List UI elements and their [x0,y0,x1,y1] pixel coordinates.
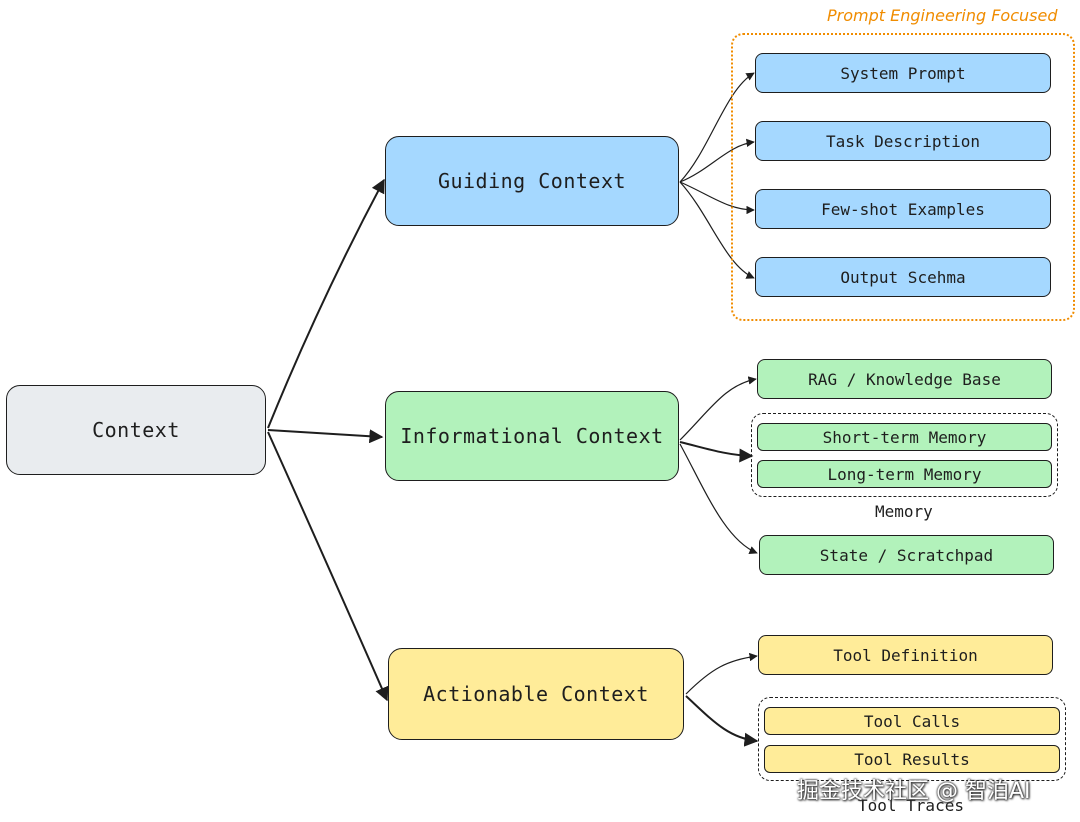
node-system-prompt-label: System Prompt [840,63,966,83]
arrow-root-to-guiding [267,178,385,429]
node-context-label: Context [92,418,180,442]
node-actionable-context-label: Actionable Context [423,682,649,706]
node-task-description: Task Description [755,121,1051,161]
node-guiding-context-label: Guiding Context [437,169,627,193]
node-tool-results: Tool Results [764,745,1060,773]
tool-traces-group [758,697,1066,781]
node-context: Context [6,385,266,475]
arrow-actionable-to-tool-traces [685,695,759,747]
node-actionable-context: Actionable Context [388,648,684,740]
node-few-shot-examples-label: Few-shot Examples [821,199,985,219]
arrow-informational-to-rag [679,376,757,441]
node-long-term-memory: Long-term Memory [757,460,1052,488]
arrow-guiding-to-few-shot [679,181,755,215]
arrow-guiding-to-output-schema [679,181,755,279]
node-task-description-label: Task Description [825,131,981,151]
tool-traces-group-label: Tool Traces [858,796,964,815]
node-short-term-memory-label: Short-term Memory [822,427,987,447]
node-tool-definition-label: Tool Definition [833,645,978,665]
prompt-engineering-group-label: Prompt Engineering Focused [827,6,1058,25]
arrow-root-to-informational [267,429,384,444]
node-guiding-context: Guiding Context [385,136,679,226]
watermark-text: 掘金技术社区 @ 智泊AI [797,779,1031,804]
arrow-guiding-to-task-description [679,138,755,183]
node-state-scratchpad: State / Scratchpad [759,535,1054,575]
node-tool-results-label: Tool Results [854,749,970,769]
prompt-engineering-group [731,33,1075,321]
arrow-informational-to-memory [679,441,754,463]
node-informational-context-label: Informational Context [400,424,664,448]
node-informational-context: Informational Context [385,391,679,481]
node-state-scratchpad-label: State / Scratchpad [819,545,994,565]
node-short-term-memory: Short-term Memory [757,423,1052,451]
arrow-guiding-to-system-prompt [679,72,755,183]
node-system-prompt: System Prompt [755,53,1051,93]
node-output-schema: Output Scehma [755,257,1051,297]
node-tool-calls: Tool Calls [764,707,1060,735]
arrow-root-to-actionable [267,431,389,702]
node-tool-calls-label: Tool Calls [863,711,961,731]
memory-group [751,413,1058,497]
node-few-shot-examples: Few-shot Examples [755,189,1051,229]
node-rag-knowledge-base-label: RAG / Knowledge Base [808,369,1001,389]
node-long-term-memory-label: Long-term Memory [827,464,982,484]
node-rag-knowledge-base: RAG / Knowledge Base [757,359,1052,399]
node-output-schema-label: Output Scehma [840,267,966,287]
arrow-actionable-to-tool-definition [685,652,758,695]
arrow-informational-to-state [679,443,758,555]
node-tool-definition: Tool Definition [758,635,1053,675]
memory-group-label: Memory [875,502,933,521]
